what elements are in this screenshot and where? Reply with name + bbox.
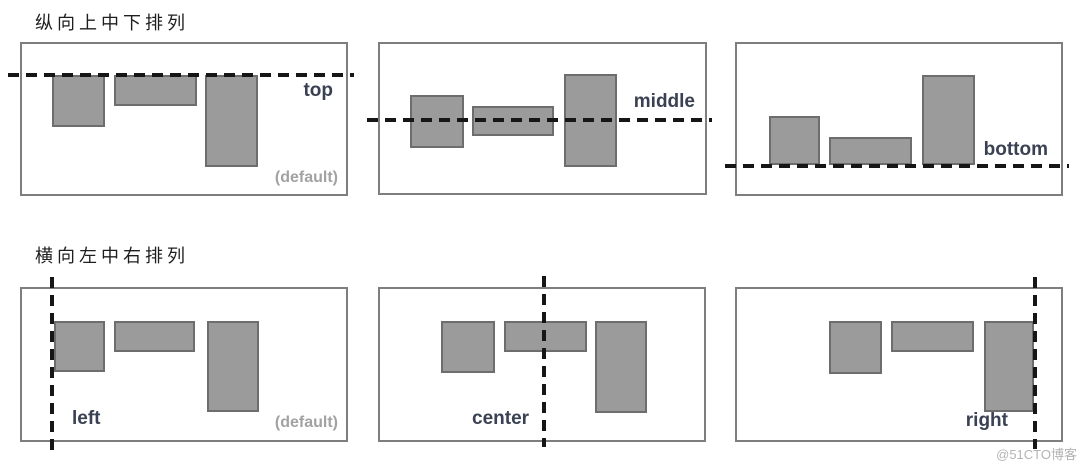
child-block	[984, 321, 1034, 412]
align-label-bottom: bottom	[983, 139, 1048, 160]
child-block	[769, 116, 820, 165]
child-block	[54, 321, 105, 372]
align-label-center: center	[472, 408, 530, 429]
child-block	[441, 321, 495, 373]
align-label-top: top	[303, 80, 333, 101]
child-block	[891, 321, 974, 352]
middle-guide-dashed-line	[367, 118, 712, 122]
watermark-51cto: @51CTO博客	[996, 447, 1077, 462]
child-block	[52, 75, 105, 127]
default-note: (default)	[274, 414, 338, 431]
panel-valign-middle: middle	[367, 42, 712, 195]
child-block	[595, 321, 647, 413]
panel-valign-bottom: bottom	[725, 42, 1069, 196]
left-guide-dashed-line	[50, 277, 54, 454]
child-block	[114, 321, 195, 352]
center-guide-dashed-line	[542, 276, 546, 447]
child-block	[922, 75, 975, 165]
panel-halign-center: center	[378, 276, 706, 447]
default-note: (default)	[274, 169, 338, 186]
child-block	[829, 137, 912, 165]
panel-valign-top: top (default)	[8, 42, 354, 196]
top-guide-dashed-line	[8, 73, 354, 77]
align-label-middle: middle	[633, 91, 695, 112]
panel-halign-right: right	[735, 277, 1063, 449]
right-guide-dashed-line	[1033, 277, 1037, 449]
child-block	[114, 75, 197, 106]
bottom-guide-dashed-line	[725, 164, 1069, 168]
child-block	[205, 75, 258, 167]
section-title-vertical-alignment: 纵向上中下排列	[35, 13, 189, 34]
panel-halign-left: left (default)	[20, 277, 348, 454]
section-title-horizontal-alignment: 横向左中右排列	[35, 246, 189, 267]
child-block	[829, 321, 882, 374]
align-label-right: right	[965, 410, 1008, 431]
align-label-left: left	[72, 408, 101, 429]
child-block	[207, 321, 259, 412]
